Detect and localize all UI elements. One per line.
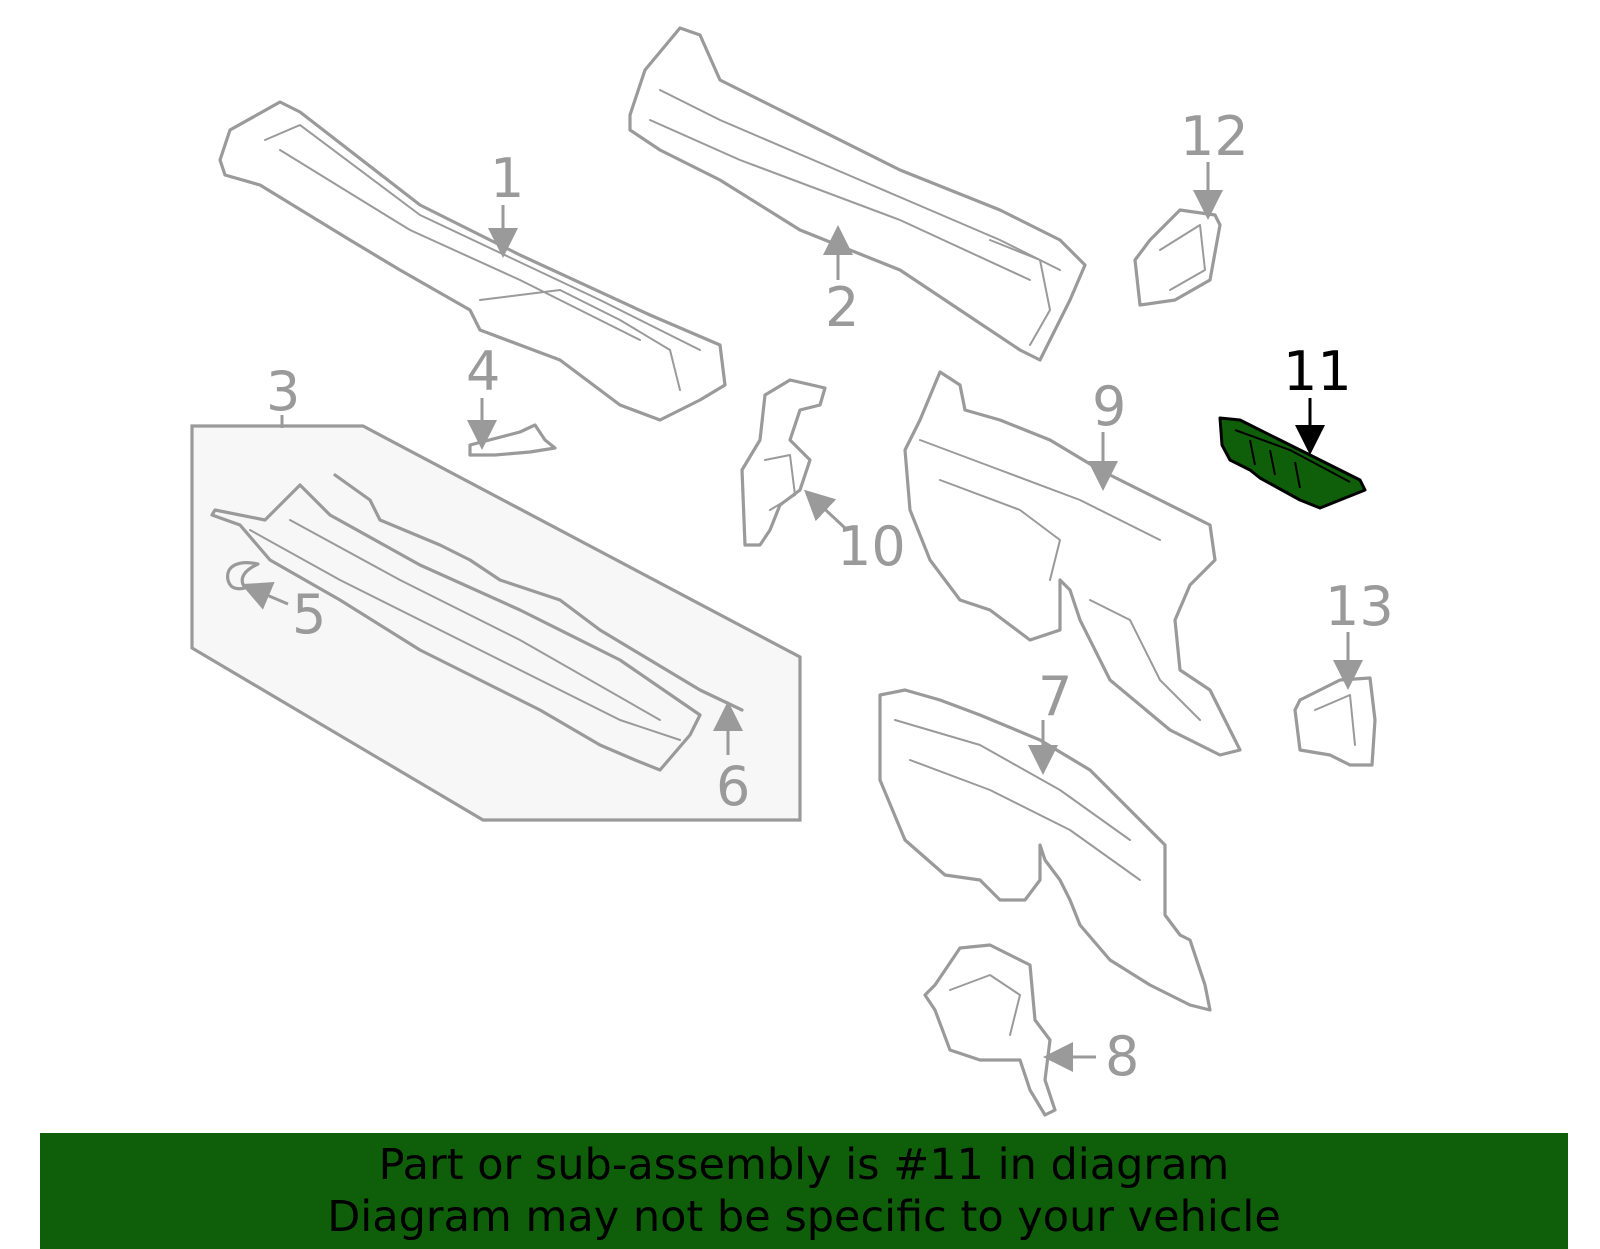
callout-5: 5 — [292, 583, 326, 646]
callout-arrows — [241, 162, 1363, 1072]
callout-6: 6 — [716, 755, 750, 818]
callout-10: 10 — [837, 515, 906, 578]
callout-11: 11 — [1283, 340, 1352, 403]
part-7-lower-dash[interactable] — [878, 688, 1212, 1012]
callout-4: 4 — [466, 340, 500, 403]
callout-12: 12 — [1180, 105, 1249, 168]
callout-1: 1 — [490, 147, 524, 210]
part-3-assembly-box[interactable] — [190, 424, 802, 822]
part-8-bracket[interactable] — [923, 943, 1057, 1117]
banner-line-1: Part or sub-assembly is #11 in diagram — [378, 1140, 1230, 1190]
part-9-dash-panel[interactable] — [903, 370, 1242, 757]
part-12-bracket[interactable] — [1133, 208, 1222, 307]
arrow-5 — [241, 582, 289, 610]
part-4-bracket[interactable] — [468, 423, 557, 457]
part-11-highlighted[interactable] — [1218, 416, 1367, 510]
banner-line-2: Diagram may not be specific to your vehi… — [327, 1192, 1281, 1242]
callout-8: 8 — [1105, 1025, 1139, 1088]
arrow-10 — [804, 489, 847, 530]
callout-13: 13 — [1325, 575, 1394, 638]
callout-9: 9 — [1092, 375, 1126, 438]
part-5-clip[interactable] — [226, 561, 260, 591]
part-13-bracket[interactable] — [1293, 676, 1377, 767]
part-2-upper-cowl[interactable] — [628, 26, 1087, 362]
callout-3: 3 — [266, 360, 300, 423]
callout-7: 7 — [1038, 665, 1072, 728]
part-1-cowl-panel[interactable] — [218, 100, 727, 422]
info-banner: Part or sub-assembly is #11 in diagram D… — [40, 1133, 1568, 1249]
part-10-bracket[interactable] — [740, 378, 827, 547]
callout-2: 2 — [825, 276, 859, 339]
